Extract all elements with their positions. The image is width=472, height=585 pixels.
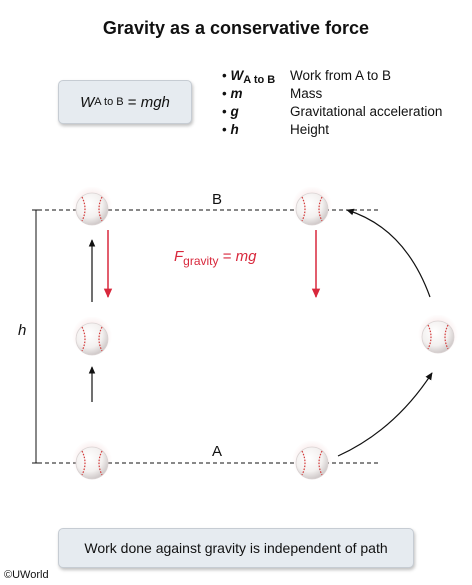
legend-description: Gravitational acceleration: [290, 104, 443, 119]
formula-rhs: mgh: [140, 93, 170, 111]
legend-description: Height: [290, 122, 330, 137]
copyright-text: ©UWorld: [4, 569, 49, 581]
legend-subscript: A to B: [243, 74, 276, 86]
legend-description: Work from A to B: [290, 68, 392, 83]
legend-item-work: • WA to B Work from A to B: [222, 68, 472, 86]
legend-symbol: h: [230, 122, 239, 137]
force-equals: =: [222, 248, 232, 265]
legend-symbol: g: [230, 104, 239, 119]
baseball-left-top: [71, 187, 113, 227]
legend-bullet: •: [222, 104, 227, 119]
baseball-right-bottom: [291, 441, 333, 481]
legend-bullet: •: [222, 68, 227, 83]
force-symbol: F: [174, 248, 184, 265]
curved-arrow-to-point-b: [346, 208, 431, 298]
force-subscript: gravity: [183, 254, 219, 268]
baseball-left-middle: [71, 317, 113, 357]
gravity-force-label: Fgravity = mg: [174, 248, 256, 268]
point-a-label: A: [212, 443, 223, 460]
point-b-label: B: [212, 191, 223, 208]
legend-symbol: W: [230, 68, 244, 83]
legend-symbol: m: [230, 86, 243, 101]
legend-bullet: •: [222, 86, 227, 101]
baseball-right-top: [291, 187, 333, 227]
variable-legend: • WA to B Work from A to B • m Mass • g …: [222, 68, 472, 140]
legend-bullet: •: [222, 122, 227, 137]
legend-description: Mass: [290, 86, 323, 101]
legend-item-gravity: • g Gravitational acceleration: [222, 104, 472, 122]
force-rhs: mg: [235, 248, 257, 265]
baseball-far-right: [417, 315, 459, 355]
height-label: h: [18, 322, 27, 339]
formula-equals: =: [127, 93, 137, 111]
legend-item-mass: • m Mass: [222, 86, 472, 104]
diagram-title: Gravity as a conservative force: [102, 18, 370, 38]
curved-arrow-up-to-right: [337, 372, 433, 457]
conclusion-note-text: Work done against gravity is independent…: [84, 540, 388, 556]
formula-work-symbol: W: [80, 93, 95, 111]
formula-work-subscript: A to B: [94, 96, 124, 108]
conclusion-note-box: Work done against gravity is independent…: [58, 528, 414, 568]
legend-item-height: • h Height: [222, 122, 472, 140]
baseball-left-bottom: [71, 441, 113, 481]
